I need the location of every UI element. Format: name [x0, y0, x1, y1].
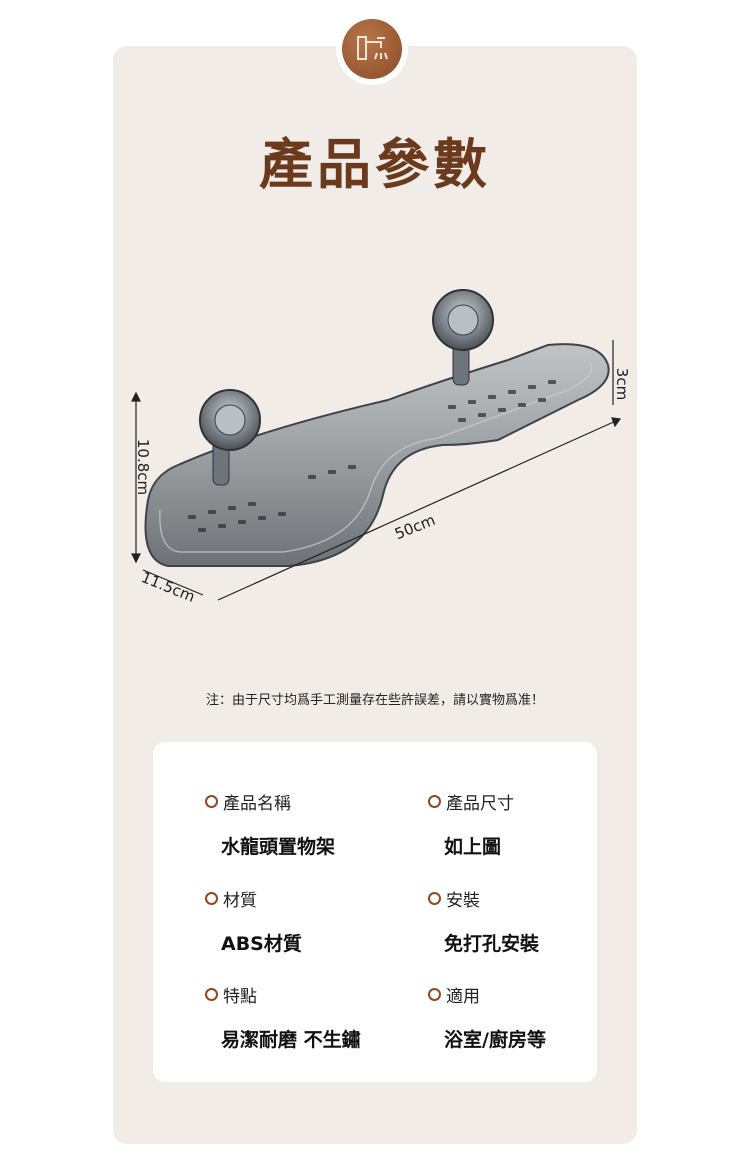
- suction-cup-left: [199, 389, 261, 486]
- tray-shape: [144, 343, 610, 567]
- spec-table: [153, 742, 597, 1082]
- spec-item: 安裝 免打孔安裝: [428, 886, 539, 956]
- circle-bullet-icon: [428, 795, 441, 808]
- badge: [336, 13, 408, 85]
- spec-item: 產品尺寸 如上圖: [428, 789, 514, 859]
- circle-bullet-icon: [428, 988, 441, 1001]
- page-title: 產品參數: [259, 133, 491, 196]
- dimension-lines: [131, 340, 622, 601]
- circle-bullet-icon: [428, 892, 441, 905]
- suction-cup-right: [432, 289, 494, 386]
- circle-bullet-icon: [205, 795, 218, 808]
- measurement-note: 注：由于尺寸均爲手工測量存在些許誤差，請以實物爲准！: [205, 693, 544, 708]
- spec-item: 材質 ABS材質: [205, 886, 302, 956]
- product-diagram: [131, 289, 622, 601]
- height-label: 10.8cm: [134, 438, 153, 496]
- circle-bullet-icon: [205, 988, 218, 1001]
- faucet-icon: [342, 19, 402, 79]
- rim-label: 3cm: [613, 367, 632, 401]
- circle-bullet-icon: [205, 892, 218, 905]
- spec-item: 特點 易潔耐磨 不生鏽: [205, 982, 361, 1052]
- spec-item: 適用 浴室/廚房等: [428, 982, 546, 1052]
- spec-item: 產品名稱 水龍頭置物架: [205, 789, 335, 859]
